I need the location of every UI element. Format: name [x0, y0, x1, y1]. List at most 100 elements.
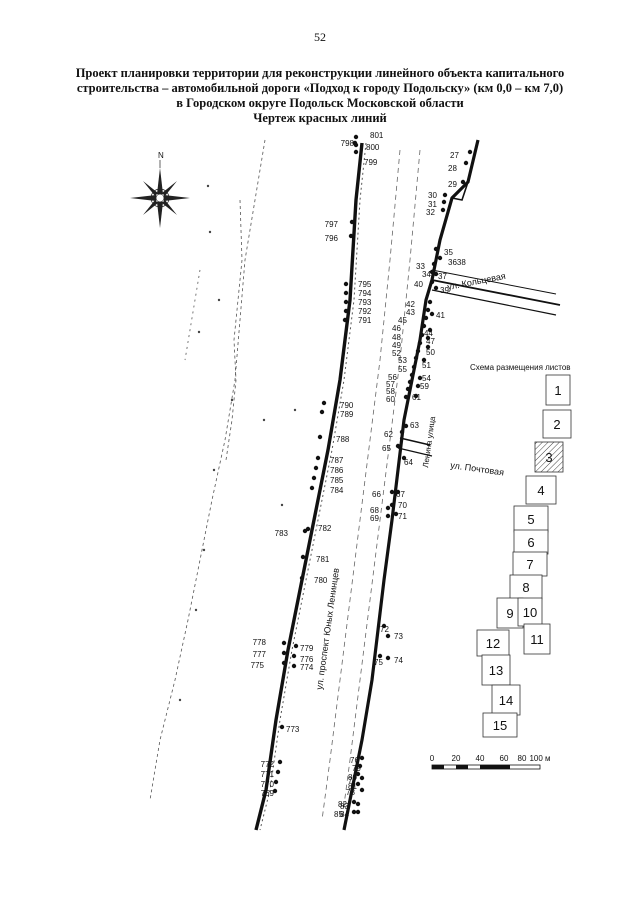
point-label-780: 780	[314, 576, 328, 585]
boundary-point-73	[385, 633, 391, 639]
point-label-51: 51	[422, 361, 431, 370]
boundary-point-65	[395, 443, 401, 449]
boundary-point-49	[417, 340, 423, 346]
sheet-number-2: 2	[553, 417, 560, 432]
boundary-point-64	[401, 455, 407, 461]
boundary-point-772	[277, 759, 283, 765]
point-label-73: 73	[394, 632, 403, 641]
boundary-point-781	[300, 554, 306, 560]
boundary-point-793	[343, 299, 349, 305]
boundary-point-52	[415, 348, 421, 354]
boundary-point-39	[433, 285, 439, 291]
boundary-point-30	[442, 192, 448, 198]
point-label-37: 37	[438, 272, 447, 281]
point-label-42: 42	[406, 300, 415, 309]
boundary-point-51	[421, 357, 427, 363]
boundary-point-60	[403, 394, 409, 400]
boundary-point-59	[415, 383, 421, 389]
boundary-point-78	[359, 787, 365, 793]
point-label-769: 769	[261, 789, 275, 798]
boundary-point-786	[313, 465, 319, 471]
boundary-point-3638	[437, 255, 443, 261]
boundary-point-56	[409, 372, 415, 378]
point-label-83: 83	[340, 802, 349, 811]
sheet-number-10: 10	[523, 605, 537, 620]
point-label-65: 65	[382, 444, 391, 453]
boundary-point-799	[353, 149, 359, 155]
left-red-line	[254, 142, 367, 831]
point-label-66: 66	[372, 490, 381, 499]
boundary-point-46	[421, 323, 427, 329]
boundary-point-71	[393, 511, 399, 517]
sheet-number-11: 11	[530, 632, 544, 647]
point-label-775: 775	[251, 661, 265, 670]
sheet-number-6: 6	[527, 535, 534, 550]
boundary-point-796	[348, 233, 354, 239]
boundary-point-32	[440, 207, 446, 213]
boundary-point-37	[433, 271, 439, 277]
point-label-792: 792	[358, 307, 372, 316]
boundary-point-770	[273, 779, 279, 785]
point-label-34: 34	[422, 270, 431, 279]
boundary-point-67	[395, 489, 401, 495]
point-label-781: 781	[316, 555, 330, 564]
sheet-number-7: 7	[526, 557, 533, 572]
sheet-13: 13	[481, 654, 511, 686]
point-label-60: 60	[386, 395, 395, 404]
boundary-point-72	[381, 623, 387, 629]
point-label-794: 794	[358, 289, 372, 298]
sheet-number-12: 12	[486, 636, 500, 651]
point-label-28: 28	[448, 164, 457, 173]
point-label-72: 72	[380, 625, 389, 634]
scale-tick-5: 100 м	[529, 754, 550, 763]
point-label-35: 35	[444, 248, 453, 257]
boundary-point-779	[293, 643, 299, 649]
sheet-8: 8	[509, 574, 543, 600]
point-label-59: 59	[420, 382, 429, 391]
point-label-78: 78	[346, 788, 355, 797]
point-label-82: 82	[338, 800, 347, 809]
terrain-dots	[178, 184, 297, 702]
boundary-point-777	[281, 650, 287, 656]
point-label-798: 798	[341, 139, 355, 148]
point-label-783: 783	[275, 529, 289, 538]
boundary-point-47	[425, 335, 431, 341]
boundary-point-81	[355, 781, 361, 787]
point-label-48: 48	[392, 333, 401, 342]
boundary-point-84	[355, 809, 361, 815]
sheet-number-5: 5	[527, 512, 534, 527]
boundary-point-70	[389, 502, 395, 508]
boundary-point-771	[275, 769, 281, 775]
boundary-point-773	[279, 724, 285, 730]
boundary-point-77	[359, 775, 365, 781]
sheet-5: 5	[513, 505, 549, 533]
boundary-point-790	[321, 400, 327, 406]
scale-tick-1: 20	[452, 754, 461, 763]
boundary-point-798	[352, 140, 358, 146]
boundary-point-784	[309, 485, 315, 491]
sheet-number-1: 1	[554, 383, 561, 398]
boundary-point-62	[399, 429, 405, 435]
scale-tick-2: 40	[476, 754, 485, 763]
point-label-57: 57	[386, 380, 395, 389]
road-axis	[321, 149, 421, 821]
boundary-point-785	[311, 475, 317, 481]
point-label-774: 774	[300, 663, 314, 672]
boundary-point-63	[403, 423, 409, 429]
point-label-799: 799	[364, 158, 378, 167]
point-label-74: 74	[394, 656, 403, 665]
point-label-793: 793	[358, 298, 372, 307]
point-label-30: 30	[428, 191, 437, 200]
point-label-43: 43	[406, 308, 415, 317]
point-label-75: 75	[374, 658, 383, 667]
point-label-53: 53	[398, 356, 407, 365]
point-label-68: 68	[370, 506, 379, 515]
point-label-32: 32	[426, 208, 435, 217]
boundary-point-85	[351, 809, 357, 815]
sheet-1: 1	[545, 374, 571, 406]
sheet-4: 4	[525, 475, 557, 505]
street-yunykh-lenintsev: ул. проспект Юных Ленинцев	[314, 567, 341, 690]
